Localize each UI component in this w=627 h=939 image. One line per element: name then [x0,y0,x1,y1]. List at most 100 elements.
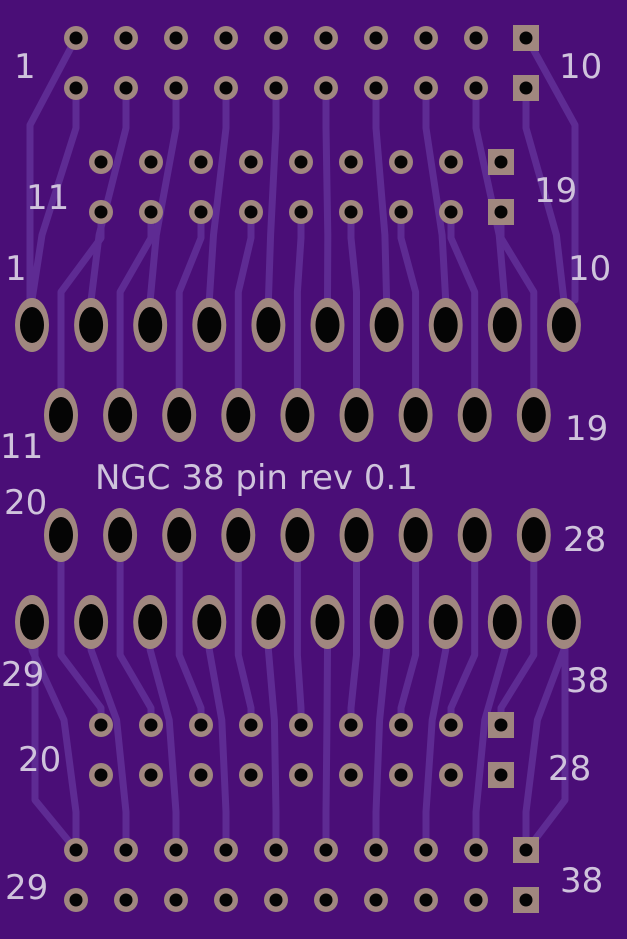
connector-pad-drill [49,517,73,553]
connector-pad-drill [49,397,73,433]
header-pin-drill [419,893,433,907]
connector-pad-drill [433,307,458,343]
header-pin-drill [419,81,433,95]
header-pin-drill [469,843,483,857]
header-pin-drill [144,768,158,782]
header-pin-drill [144,155,158,169]
header-pin-drill [194,718,208,732]
header-pin-drill [169,81,183,95]
header-pin-drill [344,205,358,219]
connector-pad-drill [108,517,133,553]
header-pin-drill [169,843,183,857]
header-pin-drill [294,718,308,732]
header-pin-drill [444,155,458,169]
header-pin-drill [394,155,408,169]
header-pin-drill [69,843,83,857]
connector-pad-drill [521,397,546,433]
header-pin-drill [94,768,108,782]
header-pin-drill [119,893,133,907]
connector-pad-drill [492,307,517,343]
trace-top-b [116,208,155,416]
connector-pad-drill [256,307,281,343]
header-pin-drill [469,81,483,95]
label-top-row2-left: 11 [26,178,69,218]
header-pin-drill [244,718,258,732]
connector-pad-drill [462,397,487,433]
header-pin-drill [294,205,308,219]
header-pin-drill [369,31,383,45]
label-mid-row3-right: 28 [563,520,606,560]
connector-pad-drill [108,397,133,433]
connector-pad-drill [403,517,428,553]
header-pin-drill [94,155,108,169]
header-pin-drill [519,893,533,907]
label-bot-row2-left: 29 [5,868,48,908]
header-pin-drill [194,205,208,219]
header-pin-drill [219,81,233,95]
pad-layer [15,25,581,913]
header-pin-drill [394,718,408,732]
label-top-row2-right: 19 [534,171,577,211]
trace-outer [523,636,569,854]
label-mid-row3-left: 20 [4,483,47,523]
connector-pad-drill [20,604,44,640]
header-pin-drill [344,768,358,782]
header-pin-drill [269,893,283,907]
connector-pad-drill [197,604,222,640]
trace-outer [26,34,80,304]
header-pin-drill [494,205,508,219]
header-pin-drill [419,843,433,857]
connector-pad-drill [344,517,369,553]
connector-pad-drill [374,604,399,640]
header-pin-drill [194,155,208,169]
header-pin-drill [444,768,458,782]
connector-pad-drill [20,307,44,343]
label-mid-row1-right: 10 [568,249,611,289]
connector-pad-drill [226,517,251,553]
connector-pad-drill [226,397,251,433]
header-pin-drill [119,31,133,45]
trace-top-a [322,84,332,329]
header-pin-drill [219,893,233,907]
trace-top-b [293,208,305,416]
header-pin-drill [469,31,483,45]
trace-bot-a [322,618,331,854]
connector-pad-drill [551,307,576,343]
connector-pad-drill [374,307,399,343]
header-pin-drill [319,31,333,45]
silkscreen-layer: 1 10 11 19 1 10 11 19 NGC 38 pin rev 0.1… [0,47,611,908]
header-pin-drill [344,155,358,169]
header-pin-drill [294,155,308,169]
connector-pad-drill [285,397,310,433]
trace-outer [31,636,80,854]
connector-pad-drill [492,604,517,640]
label-bot-row2-right: 38 [560,861,603,901]
header-pin-drill [494,155,508,169]
header-pin-drill [244,768,258,782]
connector-pad-drill [285,517,310,553]
header-pin-drill [369,81,383,95]
header-pin-drill [519,81,533,95]
label-mid-row2-right: 19 [565,409,608,449]
label-mid-row4-right: 38 [566,661,609,701]
header-pin-drill [444,205,458,219]
trace-top-b [347,208,360,416]
connector-pad-drill [138,307,163,343]
header-pin-drill [369,893,383,907]
trace-outer [523,34,579,304]
label-mid-row1-left: 1 [5,249,27,289]
header-pin-drill [244,155,258,169]
board-title: NGC 38 pin rev 0.1 [95,458,418,498]
connector-pad-drill [433,604,458,640]
header-pin-drill [144,718,158,732]
header-pin-drill [469,893,483,907]
connector-pad-drill [138,604,163,640]
header-pin-drill [319,81,333,95]
trace-top-b [447,208,479,416]
header-pin-drill [269,843,283,857]
header-pin-drill [419,31,433,45]
trace-top-b [57,208,105,416]
header-pin-drill [319,843,333,857]
